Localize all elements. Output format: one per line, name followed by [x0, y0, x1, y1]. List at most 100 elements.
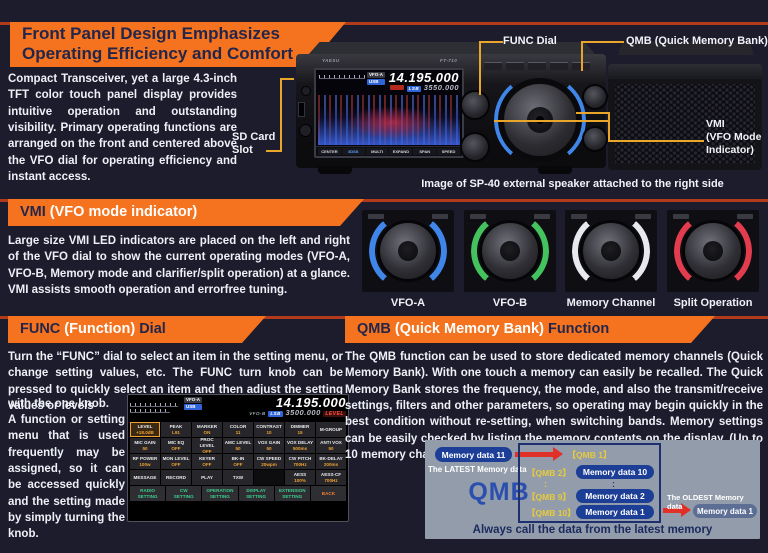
callout-line [280, 78, 282, 152]
vfo-b-tag: VFO-B [249, 411, 266, 416]
radio-foot-left [318, 166, 352, 174]
s-meter [130, 403, 178, 407]
menu-frequency-a: 14.195.000 [275, 395, 346, 410]
rf-sql-knob [582, 84, 608, 110]
speaker-caption: Image of SP-40 external speaker attached… [421, 178, 724, 190]
menu-footer-display-setting: DISPLAY SETTING [238, 486, 274, 501]
display-button: MULTI [365, 148, 389, 155]
step-mch-knob [460, 132, 490, 162]
vmi-title-rest: (VFO mode indicator) [45, 204, 198, 220]
section-rule-top [0, 22, 768, 25]
qmb-title-banner: QMB (Quick Memory Bank) Function [345, 316, 715, 343]
dial-photo [464, 210, 556, 292]
dial-label: VFO-B [492, 297, 528, 309]
menu-cell-record: RECORD [161, 470, 191, 485]
arrow-right-icon [663, 508, 681, 513]
memory-data-pill: Memory data 10 [576, 465, 654, 479]
callout-line [479, 41, 503, 43]
callout-line [479, 41, 481, 95]
callout-qmb: QMB (Quick Memory Bank) [626, 35, 768, 47]
display-button: CENTER [318, 148, 341, 155]
level-tag: LEVEL [323, 411, 346, 417]
vfo-a-badge: VFO-A [184, 397, 202, 403]
ellipsis: : [612, 479, 615, 489]
dial-label: Split Operation [673, 297, 753, 309]
section-rule-vmi [0, 199, 768, 202]
menu-cell-message: MESSAGE [130, 470, 160, 485]
menu-footer-radio-setting: RADIO SETTING [130, 486, 166, 501]
spectrum-waterfall [318, 95, 460, 145]
menu-cell-blank [254, 470, 284, 485]
radio-display: VFO-A USB 14.195.000 LSB 3550.000 CENTER… [314, 68, 464, 158]
radio-top-face [308, 42, 596, 55]
menu-frequency-b: 3500.000 [285, 408, 321, 417]
func-body: Turn the “FUNC” dial to select an item i… [8, 351, 343, 412]
menu-cell-level: LEVEL+18.0dB [130, 422, 160, 437]
menu-footer-back: BACK [310, 486, 346, 501]
top-button-row [484, 62, 590, 70]
dial-photo [565, 210, 657, 292]
memory-data-newest-pill: Memory data 11 [435, 447, 512, 462]
menu-footer-extension-setting: EXTENSION SETTING [274, 486, 310, 501]
qmb-slot-box: 【QMB 1】 【QMB 2】 Memory data 10 : : 【QMB … [518, 443, 661, 523]
vmi-dial-memory-channel: Memory Channel [565, 210, 657, 309]
settings-menu-screen: VFO-A USB 14.195.000 VFO-B LSB 3500.000 … [127, 394, 349, 522]
callout-sd-card: SD Card Slot [232, 131, 276, 156]
menu-footer-operation-setting: OPERATION SETTING [202, 486, 238, 501]
arrow-right-icon [515, 452, 553, 457]
filter-badge [390, 85, 405, 90]
qmb-slot: 【QMB 9】 [527, 492, 571, 502]
menu-cell-m-group: M-GROUP [316, 422, 346, 437]
func-dial-knob [460, 90, 490, 120]
arrow-right-icon [553, 447, 563, 461]
speaker-trim [608, 64, 762, 79]
menu-footer-cw-setting: CW SETTING [166, 486, 202, 501]
radio-foot-right [538, 166, 572, 174]
callout-line [608, 112, 610, 142]
callout-line [608, 140, 704, 142]
menu-screen-header: VFO-A USB 14.195.000 VFO-B LSB 3500.000 … [130, 395, 346, 421]
callout-line [581, 41, 624, 43]
display-button: SPEED [437, 148, 460, 155]
menu-cell-txw: TXW [223, 470, 253, 485]
vmi-body: Large size VMI LED indicators are placed… [8, 235, 350, 296]
display-button: 3DSS [341, 148, 365, 155]
callout-line [494, 120, 610, 122]
qmb-slot: 【QMB 10】 [527, 508, 576, 518]
hero-title-banner: Front Panel Design Emphasizes Operating … [10, 22, 346, 67]
po-meter [130, 409, 170, 413]
phones-jack [299, 124, 312, 137]
usb-mode-badge: USB [367, 79, 385, 85]
func-body-col2: A function or setting menu that is used … [8, 414, 125, 541]
ellipsis: : [544, 479, 547, 489]
dial-label: Memory Channel [566, 297, 656, 309]
dial-photo [667, 210, 759, 292]
arrow-right-icon [681, 503, 691, 517]
vmi-title-strong: VMI [20, 204, 46, 220]
oldest-memory-label: The OLDEST Memory data [667, 493, 744, 511]
memory-data-oldest-pill: Memory data 1 [693, 504, 757, 518]
dial-photo [362, 210, 454, 292]
vmi-dial-vfo-b: VFO-B [464, 210, 556, 309]
speaker-grille [615, 84, 755, 164]
brand-logo: YAESU [322, 58, 340, 63]
s-meter [319, 75, 365, 79]
vmi-dial-split-operation: Split Operation [667, 210, 759, 309]
dial-label: VFO-A [390, 297, 426, 309]
callout-line [266, 150, 282, 152]
